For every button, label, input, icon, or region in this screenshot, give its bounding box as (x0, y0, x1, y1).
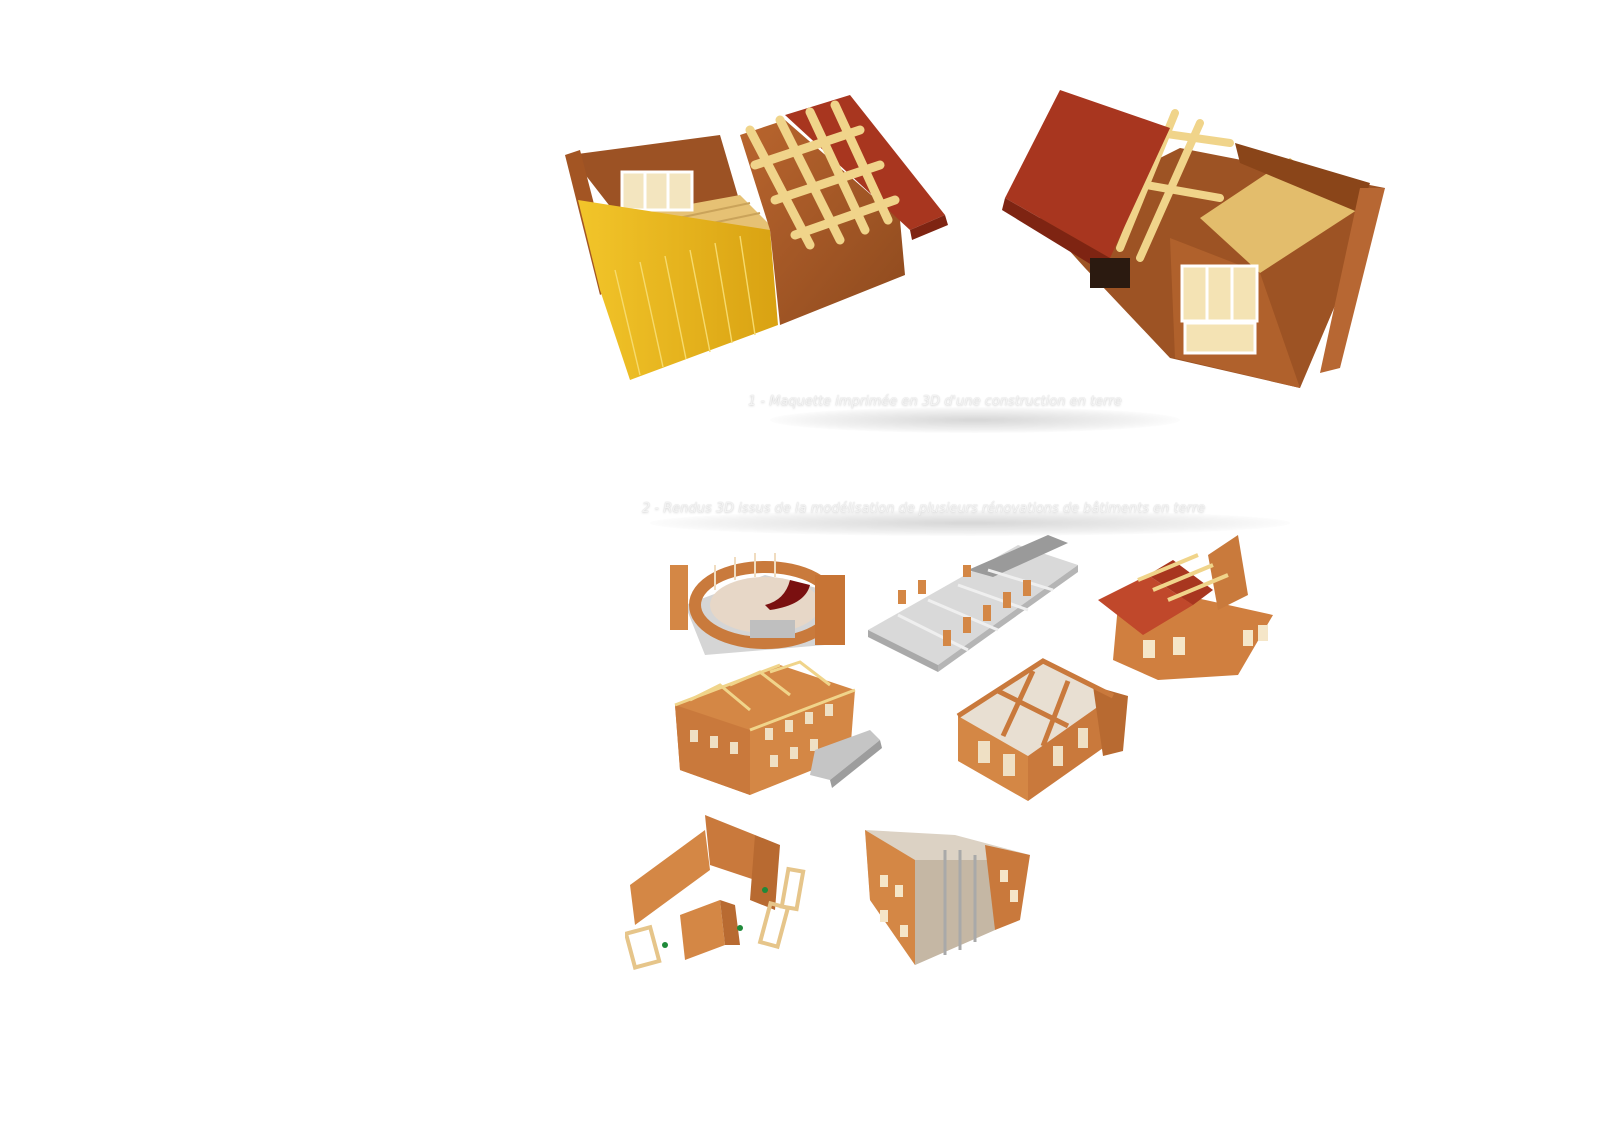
render-gable-house (1098, 535, 1283, 685)
caption-1-shadow (770, 407, 1180, 433)
printed-model-2 (1000, 88, 1390, 393)
render-long-building (868, 535, 1083, 675)
caption-figure-2: 2 - Rendus 3D issus de la modélisation d… (642, 501, 1206, 516)
render-open-frame-building (953, 656, 1138, 806)
caption-figure-1: 1 - Maquette imprimée en 3D d'une constr… (748, 394, 1122, 409)
caption-2-shadow (650, 510, 1290, 536)
render-three-storey-building (670, 660, 885, 800)
render-circular-building (665, 535, 855, 660)
render-pentagonal-building (860, 830, 1035, 970)
render-exploded-walls (625, 810, 815, 980)
printed-model-1 (560, 90, 950, 385)
